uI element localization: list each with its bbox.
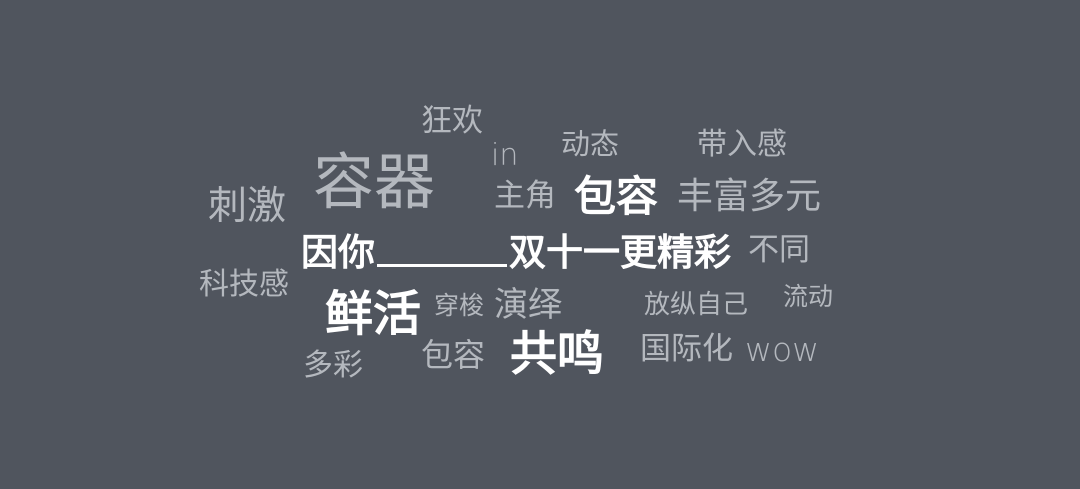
word-kuanghuan: 狂欢 — [421, 103, 483, 139]
word-wow: wow — [745, 330, 820, 369]
word-fangzong-ziji: 放纵自己 — [644, 290, 749, 320]
word-dongtai: 动态 — [561, 127, 620, 161]
word-liudong: 流动 — [783, 282, 834, 311]
word-guojihua: 国际化 — [640, 331, 733, 367]
word-baorong-bold: 包容 — [574, 172, 659, 221]
word-in: in — [491, 138, 519, 173]
word-duocai: 多彩 — [303, 348, 363, 383]
word-fengfu-duoyuan: 丰富多元 — [677, 176, 822, 217]
word-chuansuo: 穿梭 — [434, 291, 485, 320]
headline-suffix: 双十一更精彩 — [509, 231, 731, 274]
word-zhujiao: 主角 — [494, 178, 556, 214]
word-ciji: 刺激 — [208, 184, 287, 229]
word-baorong-light: 包容 — [421, 336, 486, 374]
word-rongqi: 容器 — [313, 147, 436, 218]
word-butong: 不同 — [748, 232, 810, 268]
word-xianhuo: 鲜活 — [325, 286, 422, 342]
word-yanyi: 演绎 — [494, 285, 562, 325]
word-gongming: 共鸣 — [510, 327, 604, 382]
headline-blank — [377, 264, 507, 267]
word-kejigan: 科技感 — [199, 267, 289, 302]
word-dairugan: 带入感 — [697, 127, 787, 162]
headline-slogan: 因你 双十一更精彩 — [301, 234, 731, 271]
headline-prefix: 因你 — [301, 231, 375, 274]
